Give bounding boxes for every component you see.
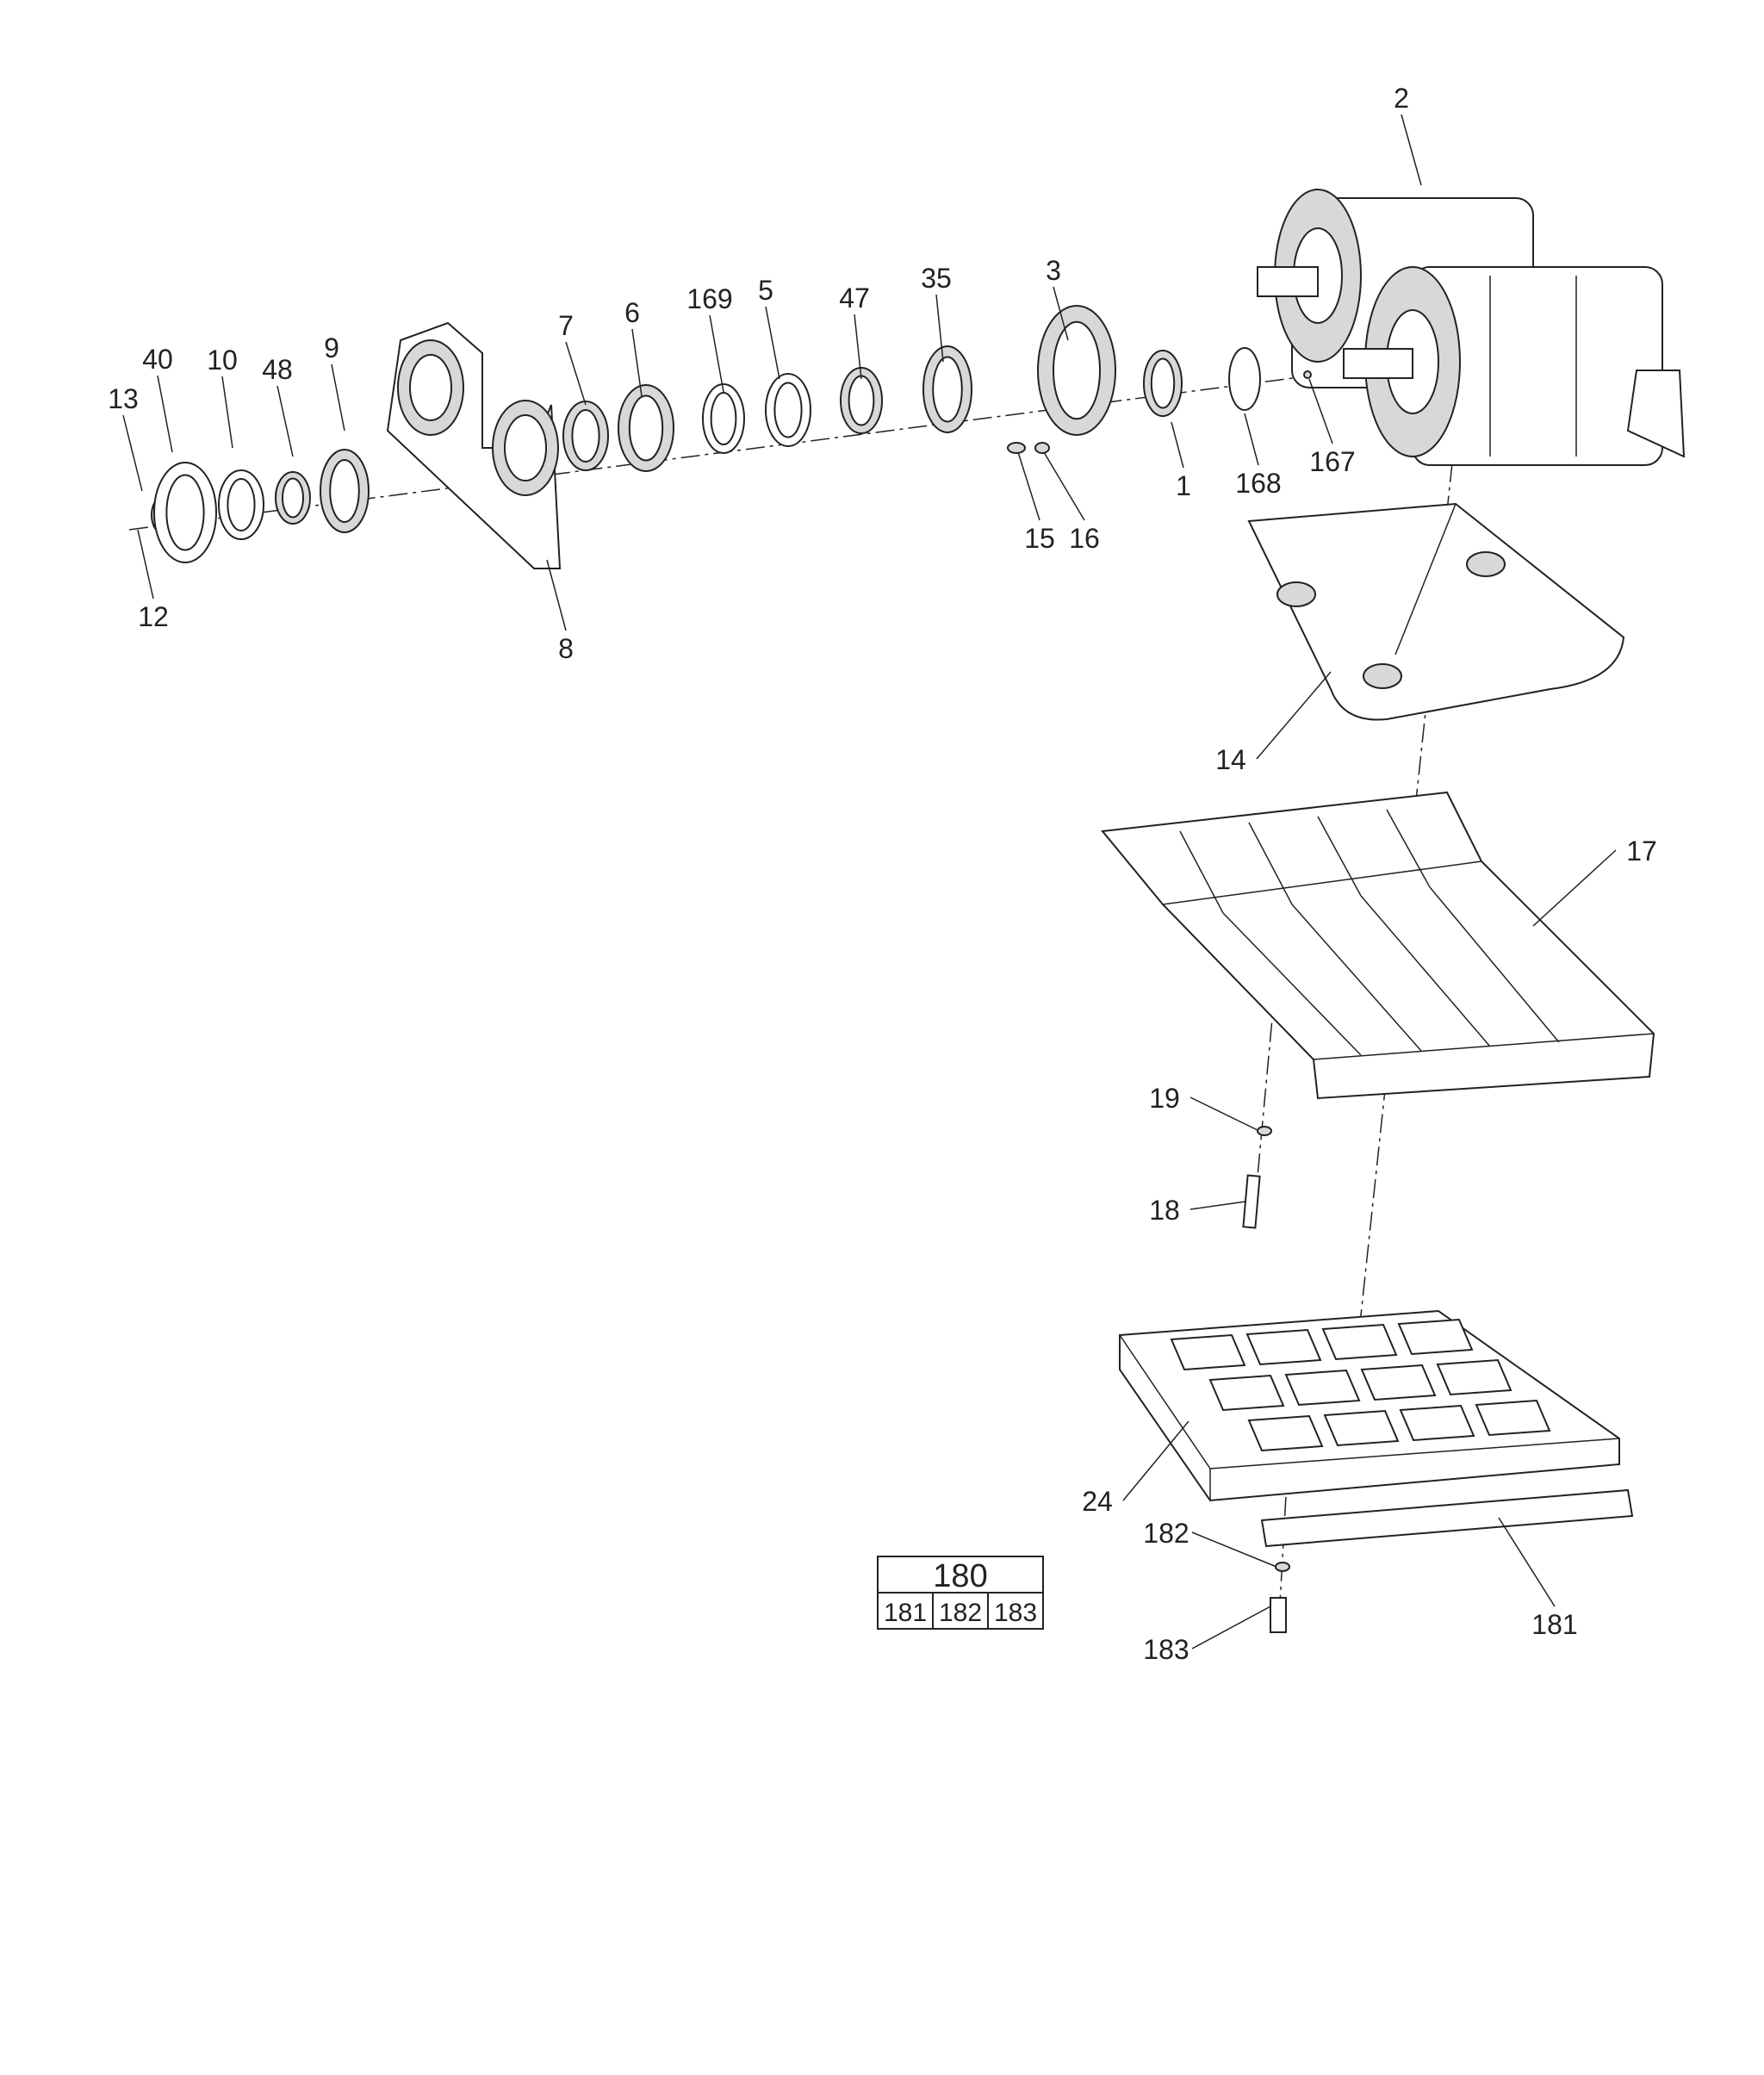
leader-line <box>221 376 233 449</box>
axial-component <box>1303 370 1312 379</box>
callout-label: 183 <box>1143 1634 1189 1665</box>
roller-assembly <box>1257 189 1686 466</box>
callout-label: 14 <box>1215 744 1246 775</box>
leader-line <box>1401 114 1422 186</box>
bolt-18 <box>1242 1174 1261 1229</box>
leader-line <box>1498 1517 1556 1607</box>
kit-component: 182 <box>939 1599 982 1627</box>
callout-label: 168 <box>1235 468 1281 499</box>
leader-line <box>1244 413 1259 466</box>
grid-cell <box>1245 1328 1322 1366</box>
leader-line <box>631 328 643 397</box>
axial-component <box>1228 347 1261 411</box>
callout-label: 47 <box>839 283 870 314</box>
callout-label: 24 <box>1082 1486 1113 1517</box>
washer-182 <box>1275 1562 1290 1572</box>
callout-label: 12 <box>138 601 169 632</box>
leader-line <box>854 314 862 380</box>
callout-label: 1 <box>1176 470 1191 501</box>
callout-label: 19 <box>1149 1083 1180 1114</box>
callout-label: 167 <box>1309 446 1355 477</box>
callout-label: 16 <box>1069 523 1100 554</box>
leader-line <box>1191 1606 1271 1649</box>
leader-line <box>1308 378 1333 444</box>
grid-cell <box>1475 1399 1551 1437</box>
bolt-183 <box>1270 1597 1287 1633</box>
kit-component: 181 <box>884 1599 927 1627</box>
callout-label: 13 <box>108 383 139 414</box>
grid-plate-part-24 <box>1119 1309 1620 1502</box>
leader-line <box>137 529 154 600</box>
leader-line <box>765 306 780 380</box>
leader-line <box>1191 1531 1277 1568</box>
kit-table: 180 181 182 183 <box>877 1556 1044 1630</box>
callout-label: 182 <box>1143 1518 1189 1549</box>
leader-line <box>935 294 944 363</box>
liner-part-14 <box>1247 502 1625 721</box>
leader-line <box>1532 849 1617 927</box>
leader-line <box>157 375 173 453</box>
leader-line <box>1189 1097 1258 1131</box>
grid-cell <box>1208 1374 1285 1412</box>
callout-label: 18 <box>1149 1195 1180 1226</box>
callout-label: 3 <box>1046 255 1061 286</box>
callout-label: 6 <box>624 297 640 328</box>
leader-line <box>546 559 567 631</box>
grid-cell <box>1284 1369 1361 1407</box>
leader-line <box>1017 451 1040 521</box>
grid-cell <box>1436 1358 1512 1396</box>
callout-label: 48 <box>262 354 293 385</box>
callout-label: 10 <box>207 345 238 376</box>
callout-label: 15 <box>1024 523 1055 554</box>
grid-cell <box>1321 1323 1398 1361</box>
grid-cell <box>1323 1409 1400 1447</box>
callout-label: 9 <box>324 332 339 363</box>
washer-19 <box>1257 1126 1272 1136</box>
grid-cell <box>1247 1414 1324 1452</box>
leader-line <box>1171 421 1184 469</box>
kit-component: 183 <box>994 1599 1037 1627</box>
leader-line <box>122 414 143 492</box>
callout-label: 40 <box>142 344 173 375</box>
callout-label: 8 <box>558 633 574 664</box>
leader-line <box>331 363 345 432</box>
axial-parts <box>151 305 1312 563</box>
callout-label: 181 <box>1531 1609 1577 1640</box>
bolt-axis <box>1252 990 1276 1224</box>
callout-label: 7 <box>558 310 574 341</box>
callout-label: 169 <box>686 283 732 314</box>
callout-label: 5 <box>758 275 773 306</box>
bar-part-181 <box>1260 1488 1634 1548</box>
grid-cell <box>1170 1333 1246 1371</box>
kit-number: 180 <box>933 1558 987 1594</box>
leader-line <box>1043 451 1085 521</box>
callout-label: 2 <box>1394 83 1409 114</box>
axial-component <box>1034 442 1050 454</box>
leader-line <box>1053 286 1069 341</box>
callout-label: 17 <box>1626 836 1657 867</box>
leader-line <box>709 314 724 393</box>
callout-label: 35 <box>921 263 952 294</box>
frame-part-8 <box>386 321 562 569</box>
leader-line <box>1256 671 1332 760</box>
leader-line <box>1122 1420 1189 1501</box>
leader-line <box>565 341 587 406</box>
tray-part-17 <box>1101 791 1655 1100</box>
grid-cell <box>1399 1404 1475 1442</box>
grid-cell <box>1397 1318 1474 1356</box>
leader-line <box>1189 1201 1246 1210</box>
grid-cell <box>1360 1364 1437 1401</box>
axial-component <box>1007 442 1026 454</box>
leader-line <box>276 385 294 457</box>
